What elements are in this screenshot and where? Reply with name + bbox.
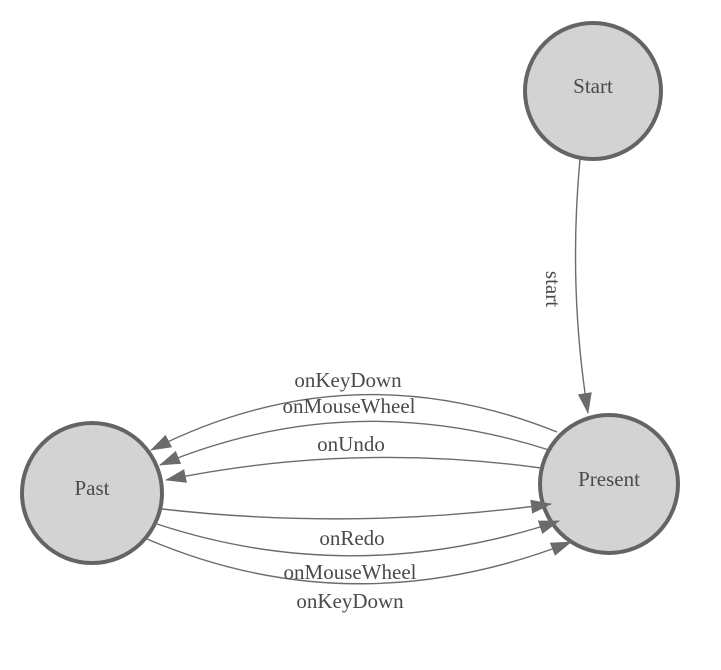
state-node-past: [20, 421, 164, 565]
present-node-label: Present: [578, 467, 640, 491]
edge-label-onredo: onRedo: [319, 526, 384, 550]
edge-past-to-present-onkeydown: [146, 538, 572, 585]
edge-label-onkeydown-top: onKeyDown: [294, 368, 402, 392]
edge-start-to-present: [574, 158, 592, 414]
past-node-label: Past: [74, 476, 109, 500]
edge-past-to-present-onredo: [161, 499, 552, 520]
start-node-label: Start: [573, 74, 613, 98]
past-node-circle: [20, 421, 164, 565]
edge-label-onmousewheel-bottom: onMouseWheel: [284, 560, 417, 584]
state-node-present: [538, 413, 680, 555]
state-node-start: [523, 21, 663, 161]
edge-label-onundo: onUndo: [317, 432, 385, 456]
edge-label-start: start: [541, 271, 565, 307]
start-node-circle: [523, 21, 663, 161]
edge-present-to-past-onmousewheel: [159, 420, 550, 466]
edge-label-onmousewheel-top: onMouseWheel: [283, 394, 416, 418]
edge-present-to-past-onundo: [165, 456, 542, 483]
edge-past-to-present-onmousewheel: [156, 520, 560, 557]
edge-label-onkeydown-bottom: onKeyDown: [296, 589, 404, 613]
edge-present-to-past-onkeydown: [150, 393, 558, 451]
present-node-circle: [538, 413, 680, 555]
